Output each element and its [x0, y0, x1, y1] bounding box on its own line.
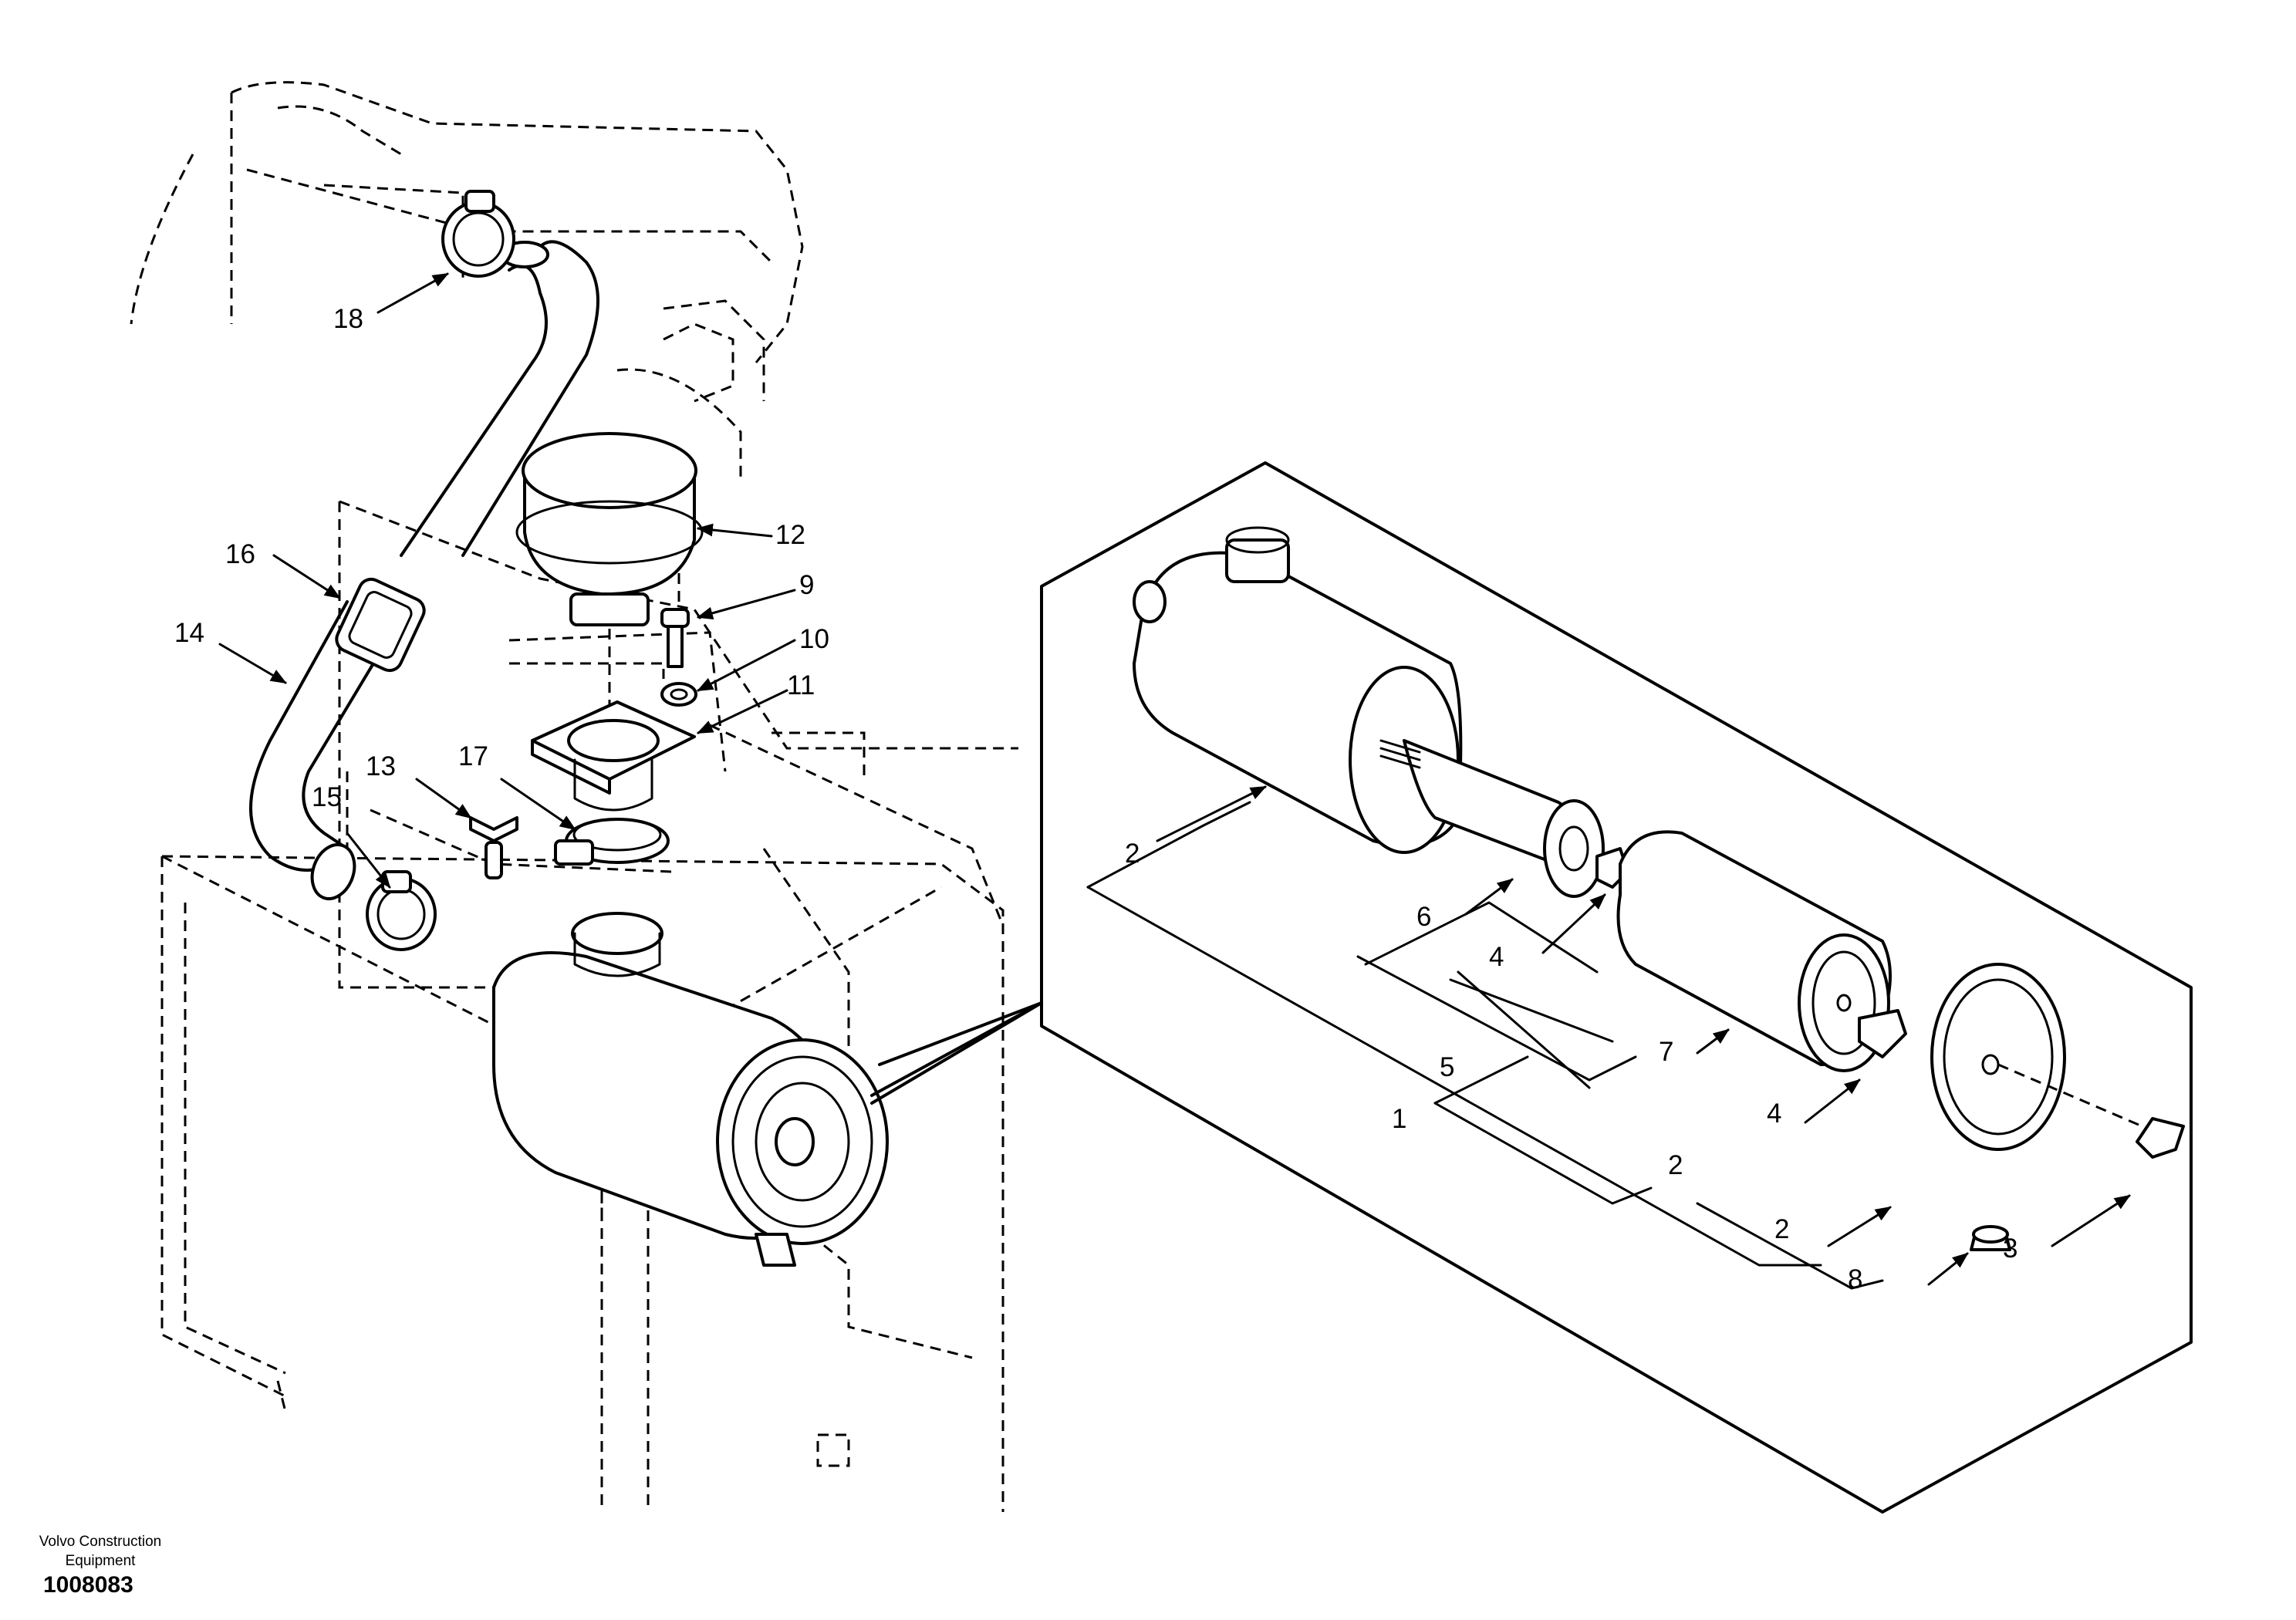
pre-cleaner-cap [515, 432, 704, 771]
wing-screw [469, 816, 518, 879]
callout-10: 10 [799, 624, 829, 654]
filter-housing [1133, 526, 1463, 854]
callout-2a: 2 [1125, 839, 1140, 869]
hose-clamp-upper [441, 190, 515, 278]
company-line-2: Equipment [65, 1553, 136, 1569]
callout-1: 1 [1392, 1104, 1406, 1134]
figure-number: 1008083 [43, 1572, 133, 1598]
detail-box [1040, 461, 2193, 1514]
callout-9: 9 [799, 570, 814, 600]
callout-2b: 2 [1668, 1150, 1683, 1180]
grouping-brackets [1086, 801, 1884, 1290]
callout-3: 3 [2003, 1234, 2017, 1264]
callout-4a: 4 [1489, 942, 1504, 972]
washer [660, 682, 697, 707]
detail-leader-lower [878, 1001, 1043, 1066]
callout-16: 16 [225, 539, 255, 569]
band-clamp [554, 818, 670, 866]
callout-15: 15 [312, 782, 342, 812]
adapter-plate [531, 700, 696, 812]
hose-clamp-lower [366, 870, 437, 951]
callout-11: 11 [787, 670, 815, 700]
callout-5: 5 [1440, 1052, 1454, 1082]
air-cleaner-assembled [492, 912, 889, 1267]
bolt [660, 608, 690, 668]
callout-6: 6 [1416, 902, 1431, 932]
callout-8: 8 [1848, 1264, 1862, 1294]
callout-17: 17 [458, 741, 488, 771]
wing-nut-outer [1858, 1009, 1907, 1058]
leader-arrows [218, 272, 2131, 1286]
cover-wing-nut [2136, 1117, 2185, 1159]
callout-14: 14 [174, 618, 204, 648]
dust-valve [1970, 1225, 2011, 1251]
safety-filter [1379, 739, 1605, 898]
callout-12: 12 [775, 520, 805, 550]
callout-7: 7 [1659, 1037, 1673, 1067]
company-line-1: Volvo Construction [39, 1534, 162, 1550]
company-label: Volvo Construction Equipment [15, 1532, 185, 1571]
callout-13: 13 [366, 751, 396, 781]
end-cover [1930, 963, 2161, 1151]
lower-hose-bend [249, 600, 403, 900]
primary-filter [1616, 830, 1892, 1072]
hose-flange-gasket [335, 577, 426, 673]
callout-2c: 2 [1774, 1214, 1789, 1244]
callout-4b: 4 [1767, 1099, 1781, 1129]
callout-18: 18 [333, 304, 363, 334]
